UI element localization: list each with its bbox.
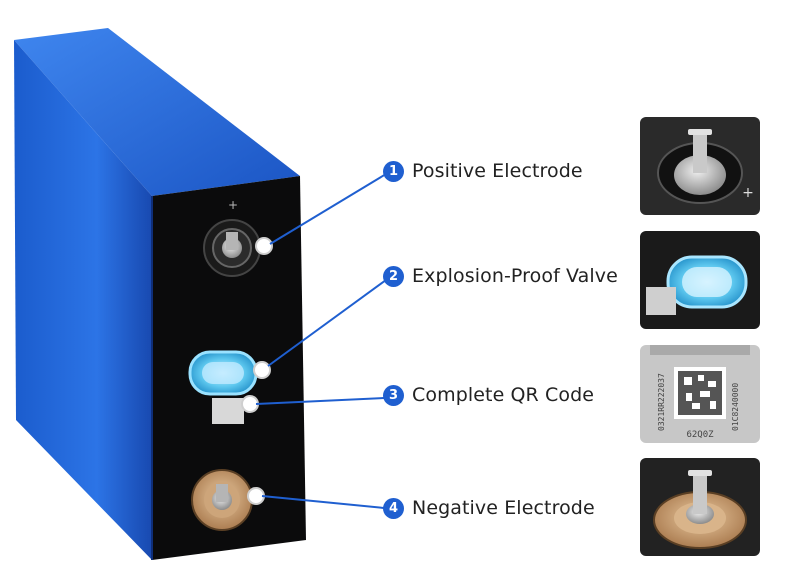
leader-lines [255, 173, 387, 509]
callout-label: Positive Electrode [412, 160, 583, 182]
callout-negative-electrode: 4 Negative Electrode [383, 497, 595, 519]
callout-complete-qr-code: 3 Complete QR Code [383, 384, 594, 406]
battery-top [14, 28, 300, 196]
positive-terminal [203, 219, 273, 277]
callout-label: Complete QR Code [412, 384, 595, 406]
leader-line-1 [269, 173, 387, 245]
callout-number: 1 [383, 160, 404, 182]
explosion-proof-valve [188, 350, 271, 396]
callout-number: 2 [383, 265, 404, 287]
callout-number: 4 [383, 497, 404, 519]
qr-code-graphic [674, 367, 726, 419]
qr-text-left: 0321RR222037 [657, 373, 666, 431]
thumbnail-negative-electrode [640, 458, 760, 556]
callout-positive-electrode: 1 Positive Electrode [383, 160, 583, 182]
leader-line-2 [267, 279, 387, 367]
callout-label: Explosion-Proof Valve [412, 265, 618, 287]
negative-terminal [191, 469, 265, 531]
qr-label [212, 395, 259, 424]
leader-line-3 [255, 397, 385, 405]
battery-side [14, 40, 152, 560]
callout-number: 3 [383, 384, 404, 406]
qr-text-bottom: 62Q0Z [686, 430, 714, 440]
thumbnail-explosion-proof-valve [640, 231, 760, 329]
thumbnail-positive-mark: + [742, 185, 754, 201]
thumbnail-positive-electrode: + [640, 117, 760, 215]
qr-text-right: 01C8240000 [731, 383, 740, 431]
callout-explosion-proof-valve: 2 Explosion-Proof Valve [383, 265, 618, 287]
thumbnail-qr-code: 0321RR222037 01C8240000 62Q0Z [640, 345, 760, 443]
battery-positive-mark: + [228, 198, 238, 212]
leader-line-4 [261, 495, 385, 509]
callout-label: Negative Electrode [412, 497, 595, 519]
